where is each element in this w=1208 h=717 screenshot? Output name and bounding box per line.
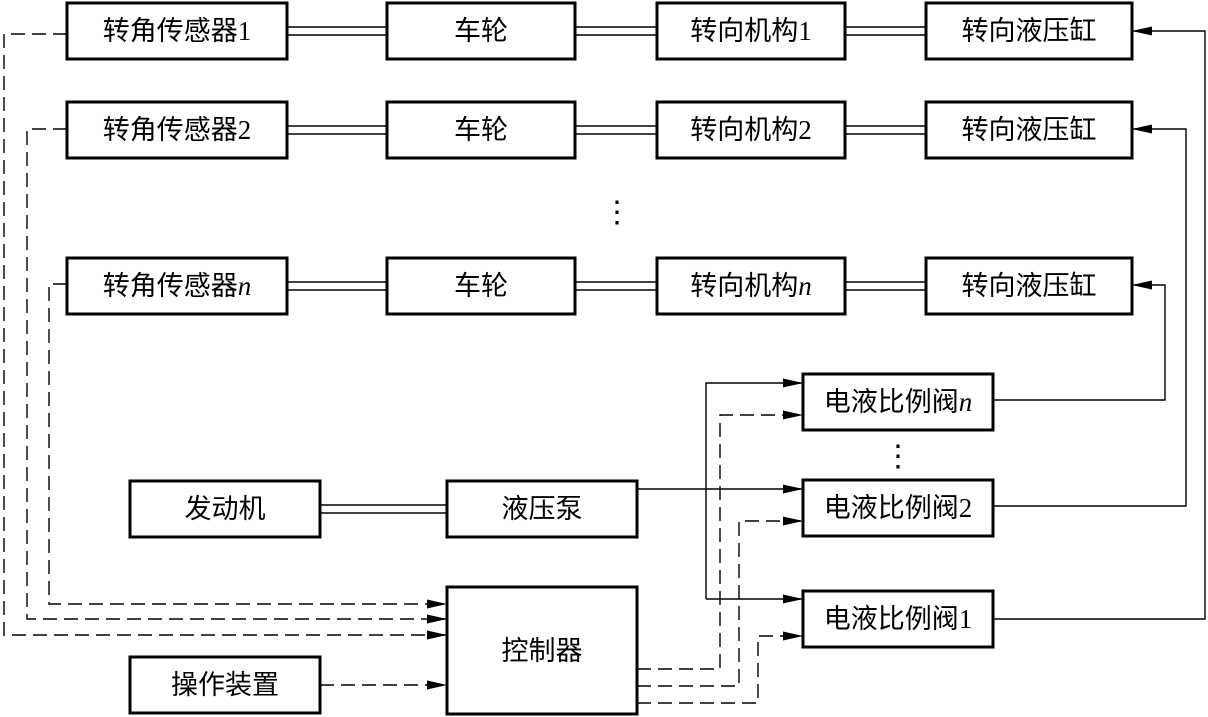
valves-ellipsis: ⋮ (883, 439, 913, 474)
proportional-valve-n-index: n (959, 387, 973, 417)
svg-text:转角传感器2: 转角传感器2 (103, 115, 252, 146)
controller-label: 控制器 (502, 636, 583, 667)
controller: 控制器 (445, 585, 639, 716)
wheel-2-label: 车轮 (454, 115, 508, 146)
steering-mechanism-n-label: 转向机构 (690, 271, 798, 302)
mechanical-link-row-1 (287, 26, 926, 36)
svg-text:转向机构n: 转向机构n (690, 271, 812, 302)
sensor-2-feedback-line (26, 128, 447, 624)
wheel-n: 车轮 (385, 256, 577, 316)
operator-device-label: 操作装置 (171, 670, 279, 701)
engine-pump-shaft (320, 504, 447, 514)
angle-sensor-1-index: 1 (238, 16, 252, 46)
svg-text:转角传感器1: 转角传感器1 (103, 16, 252, 47)
steering-mechanism-2: 转向机构2 (655, 100, 847, 160)
valve-2-to-cylinder-2 (993, 124, 1187, 507)
steering-cylinder-2-label: 转向液压缸 (962, 115, 1097, 146)
angle-sensor-1-label: 转角传感器 (103, 16, 238, 47)
svg-text:电液比例阀1: 电液比例阀1 (824, 604, 973, 635)
proportional-valve-n: 电液比例阀n (801, 372, 995, 432)
proportional-valve-n-label: 电液比例阀 (824, 387, 959, 418)
angle-sensor-n-label: 转角传感器 (103, 271, 238, 302)
wheel-1-label: 车轮 (454, 16, 508, 47)
mechanical-link-row-2 (287, 125, 926, 135)
svg-text:转向机构1: 转向机构1 (690, 16, 812, 47)
control-signal-valve-n (637, 410, 803, 670)
row-n: 转角传感器n 车轮 转向机构n 转向液压缸 (65, 256, 1134, 316)
angle-sensor-n: 转角传感器n (65, 256, 289, 316)
steering-cylinder-n-label: 转向液压缸 (962, 271, 1097, 302)
engine-label: 发动机 (185, 494, 266, 525)
proportional-valve-2: 电液比例阀2 (801, 478, 995, 538)
steering-cylinder-n: 转向液压缸 (924, 256, 1134, 316)
steering-mechanism-1: 转向机构1 (655, 1, 847, 61)
steering-mechanism-2-label: 转向机构 (690, 115, 798, 146)
steering-mechanism-2-index: 2 (798, 115, 812, 145)
control-signal-valve-1 (637, 631, 803, 704)
angle-sensor-2-index: 2 (238, 115, 252, 145)
angle-sensor-n-index: n (238, 271, 252, 301)
proportional-valve-2-index: 2 (959, 493, 973, 523)
sensor-1-feedback-line (3, 33, 447, 640)
svg-text:电液比例阀2: 电液比例阀2 (824, 493, 973, 524)
operator-device: 操作装置 (128, 655, 322, 715)
steering-mechanism-1-index: 1 (798, 16, 812, 46)
proportional-valve-2-label: 电液比例阀 (824, 493, 959, 524)
sensor-n-feedback-line (48, 283, 447, 609)
wheel-2: 车轮 (385, 100, 577, 160)
svg-text:转角传感器n: 转角传感器n (103, 271, 252, 302)
row-1: 转角传感器1 车轮 转向机构1 转向液压缸 (65, 1, 1134, 61)
steering-cylinder-1: 转向液压缸 (924, 1, 1134, 61)
pump-supply-valve-n (705, 378, 803, 599)
steering-mechanism-1-label: 转向机构 (690, 16, 798, 47)
steering-mechanism-n-index: n (798, 271, 812, 301)
angle-sensor-2-label: 转角传感器 (103, 115, 238, 146)
hydraulic-pump-label: 液压泵 (502, 494, 583, 525)
steering-cylinder-1-label: 转向液压缸 (962, 16, 1097, 47)
proportional-valve-1: 电液比例阀1 (801, 589, 995, 649)
engine: 发动机 (128, 479, 322, 539)
angle-sensor-1: 转角传感器1 (65, 1, 289, 61)
wheel-n-label: 车轮 (454, 271, 508, 302)
svg-text:转向机构2: 转向机构2 (690, 115, 812, 146)
proportional-valve-1-index: 1 (959, 604, 973, 634)
hydraulic-pump: 液压泵 (445, 479, 639, 539)
wheel-1: 车轮 (385, 1, 577, 61)
proportional-valve-1-label: 电液比例阀 (824, 604, 959, 635)
valve-1-to-cylinder-1 (993, 26, 1206, 620)
mechanical-link-row-n (287, 281, 926, 291)
rows-ellipsis: ⋮ (602, 195, 632, 230)
steering-mechanism-n: 转向机构n (655, 256, 847, 316)
steering-cylinder-2: 转向液压缸 (924, 100, 1134, 160)
valve-n-to-cylinder-n (993, 280, 1166, 401)
angle-sensor-2: 转角传感器2 (65, 100, 289, 160)
control-signal-valve-2 (637, 516, 803, 687)
row-2: 转角传感器2 车轮 转向机构2 转向液压缸 (65, 100, 1134, 160)
svg-text:电液比例阀n: 电液比例阀n (824, 387, 973, 418)
